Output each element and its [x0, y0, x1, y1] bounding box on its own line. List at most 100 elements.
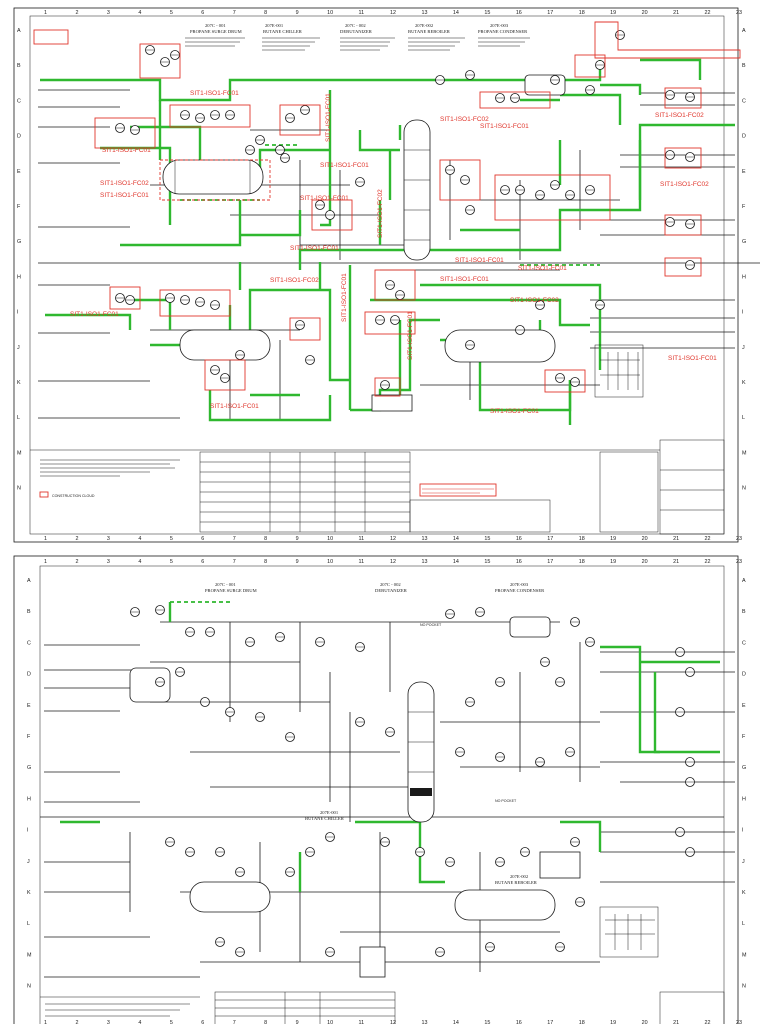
- grid-row-letter: A: [27, 578, 31, 584]
- grid-column-number: 21: [673, 10, 679, 16]
- grid-column-number: 17: [547, 1020, 553, 1024]
- grid-row-letter: M: [742, 450, 747, 456]
- grid-column-number: 5: [170, 559, 173, 565]
- equipment-butane-chiller: [179, 329, 271, 361]
- loop-label: SIT1-ISO1-FC01: [490, 408, 539, 415]
- grid-row-letter: F: [17, 204, 21, 210]
- drawing-border: [13, 555, 739, 1024]
- grid-column-number: 17: [547, 536, 553, 542]
- loop-label: SIT1-ISO1-FC01: [320, 162, 369, 169]
- grid-column-number: 8: [264, 559, 267, 565]
- grid-row-letter: F: [27, 734, 31, 740]
- grid-column-number: 16: [516, 10, 522, 16]
- grid-row-letter: I: [742, 310, 744, 316]
- grid-column-number: 13: [421, 536, 427, 542]
- grid-row-letter: G: [27, 765, 31, 771]
- grid-row-letter: H: [27, 796, 31, 802]
- eq-tag-4: 207E-002: [415, 23, 434, 28]
- loop-label: SIT1-ISO1-FC01: [300, 195, 349, 202]
- grid-column-number: 19: [610, 10, 616, 16]
- grid-column-number: 6: [201, 536, 204, 542]
- title-block: [659, 439, 725, 535]
- grid-row-letter: D: [742, 134, 746, 140]
- loop-label-vertical: SIT1-ISO1-FC01: [407, 311, 414, 360]
- grid-column-number: 10: [327, 536, 333, 542]
- loop-label: SIT1-ISO1-FC01: [290, 245, 339, 252]
- grid-column-number: 20: [642, 536, 648, 542]
- grid-row-letter: B: [27, 609, 31, 615]
- grid-column-numbers: 1122334455667788991010111112121313141415…: [44, 10, 742, 542]
- grid-column-number: 23: [736, 559, 742, 565]
- grid-column-number: 15: [484, 1020, 490, 1024]
- grid-column-number: 11: [359, 10, 365, 16]
- grid-column-number: 12: [390, 10, 396, 16]
- loop-label: SIT1-ISO1-FC02: [440, 116, 489, 123]
- grid-row-letter: M: [17, 450, 22, 456]
- eq-name-3: DEBUTANIZER: [340, 29, 373, 34]
- grid-column-number: 2: [75, 536, 78, 542]
- grid-column-number: 7: [233, 536, 236, 542]
- grid-row-letter: K: [17, 380, 21, 386]
- grid-row-letter: F: [742, 204, 746, 210]
- grid-column-number: 1: [44, 10, 47, 16]
- grid-row-letter: E: [742, 169, 746, 175]
- grid-row-letter: N: [742, 486, 746, 492]
- equipment-data-table: [214, 991, 396, 1024]
- grid-row-letter: L: [17, 415, 20, 421]
- equipment-butane-reboiler: [444, 329, 556, 363]
- grid-row-letter: A: [742, 578, 746, 584]
- grid-column-number: 2: [75, 1020, 78, 1024]
- loop-label-vertical: SIT1-ISO1-FC01: [341, 273, 348, 322]
- loop-label: SIT1-ISO1-FC01: [455, 257, 504, 264]
- grid-column-number: 8: [264, 1020, 267, 1024]
- grid-column-number: 10: [327, 1020, 333, 1024]
- loop-label: SIT1-ISO1-FC02: [100, 180, 149, 187]
- eq-name-3: PROPANE CONDENSER: [495, 588, 545, 593]
- grid-column-number: 21: [673, 536, 679, 542]
- grid-row-letter: I: [742, 828, 744, 834]
- grid-column-number: 13: [421, 559, 427, 565]
- construction-cloud-legend-swatch: [39, 491, 49, 498]
- grid-column-number: 16: [516, 559, 522, 565]
- equipment-debutanizer-column: [403, 119, 431, 261]
- grid-row-letter: L: [742, 415, 745, 421]
- line-note: NO POCKET: [495, 799, 517, 803]
- grid-column-number: 22: [705, 559, 711, 565]
- grid-row-letter: D: [17, 134, 21, 140]
- grid-column-number: 3: [107, 559, 110, 565]
- loop-label: SIT1-ISO1-FC02: [510, 297, 559, 304]
- grid-column-number: 4: [138, 559, 141, 565]
- grid-row-letter: B: [742, 609, 746, 615]
- equipment-debutanizer-column: [407, 681, 435, 823]
- grid-column-number: 5: [170, 1020, 173, 1024]
- grid-column-number: 14: [453, 10, 459, 16]
- eq-tag-1: 207C - 001: [215, 582, 236, 587]
- grid-column-number: 7: [233, 559, 236, 565]
- loop-label-vertical: SIT1-ISO1-FC01: [325, 93, 332, 142]
- eq-tag-5: 207E-003: [490, 23, 509, 28]
- grid-column-number: 5: [170, 10, 173, 16]
- grid-row-letter: I: [17, 310, 19, 316]
- grid-column-number: 13: [421, 1020, 427, 1024]
- grid-column-number: 23: [736, 536, 742, 542]
- equipment-butane-reboiler: [454, 889, 556, 921]
- title-block: [659, 991, 725, 1024]
- instrument-bubbles: [130, 605, 695, 957]
- grid-column-number: 4: [138, 10, 141, 16]
- grid-column-number: 21: [673, 559, 679, 565]
- grid-column-number: 8: [264, 536, 267, 542]
- grid-column-number: 4: [138, 1020, 141, 1024]
- grid-row-letter: J: [742, 859, 745, 865]
- loop-label: SIT1-ISO1-FC01: [668, 355, 717, 362]
- grid-column-number: 15: [484, 10, 490, 16]
- grid-row-letter: D: [27, 672, 31, 678]
- grid-row-letter: K: [742, 380, 746, 386]
- instrument-bubbles: [115, 30, 695, 390]
- eq-tag-2: 207C - 002: [380, 582, 401, 587]
- construction-clouds: [33, 21, 741, 397]
- grid-column-number: 19: [610, 1020, 616, 1024]
- grid-row-letter: M: [742, 952, 747, 958]
- grid-column-number: 14: [453, 559, 459, 565]
- eq-tag-3: 207E-003: [510, 582, 529, 587]
